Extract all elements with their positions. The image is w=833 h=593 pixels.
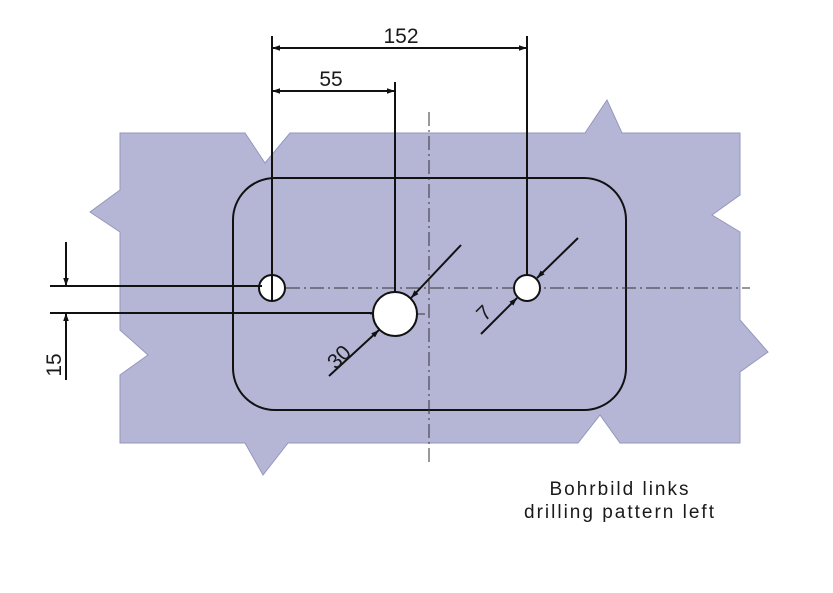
diameter-leader-7-upper xyxy=(536,237,579,279)
dimension-text-15: 15 xyxy=(43,353,66,376)
large-hole xyxy=(372,291,418,337)
caption-line-german: Bohrbild links xyxy=(549,479,691,500)
diameter-leader-30-upper xyxy=(410,244,462,299)
dimension-text-55: 55 xyxy=(319,68,342,91)
diameter-leader-30-lower xyxy=(328,329,380,377)
caption: Bohrbild links drilling pattern left xyxy=(470,478,770,524)
caption-line-english: drilling pattern left xyxy=(524,502,716,523)
diameter-leader-7-lower xyxy=(480,297,518,335)
right-small-hole xyxy=(513,274,541,302)
dimension-text-152: 152 xyxy=(383,25,418,48)
